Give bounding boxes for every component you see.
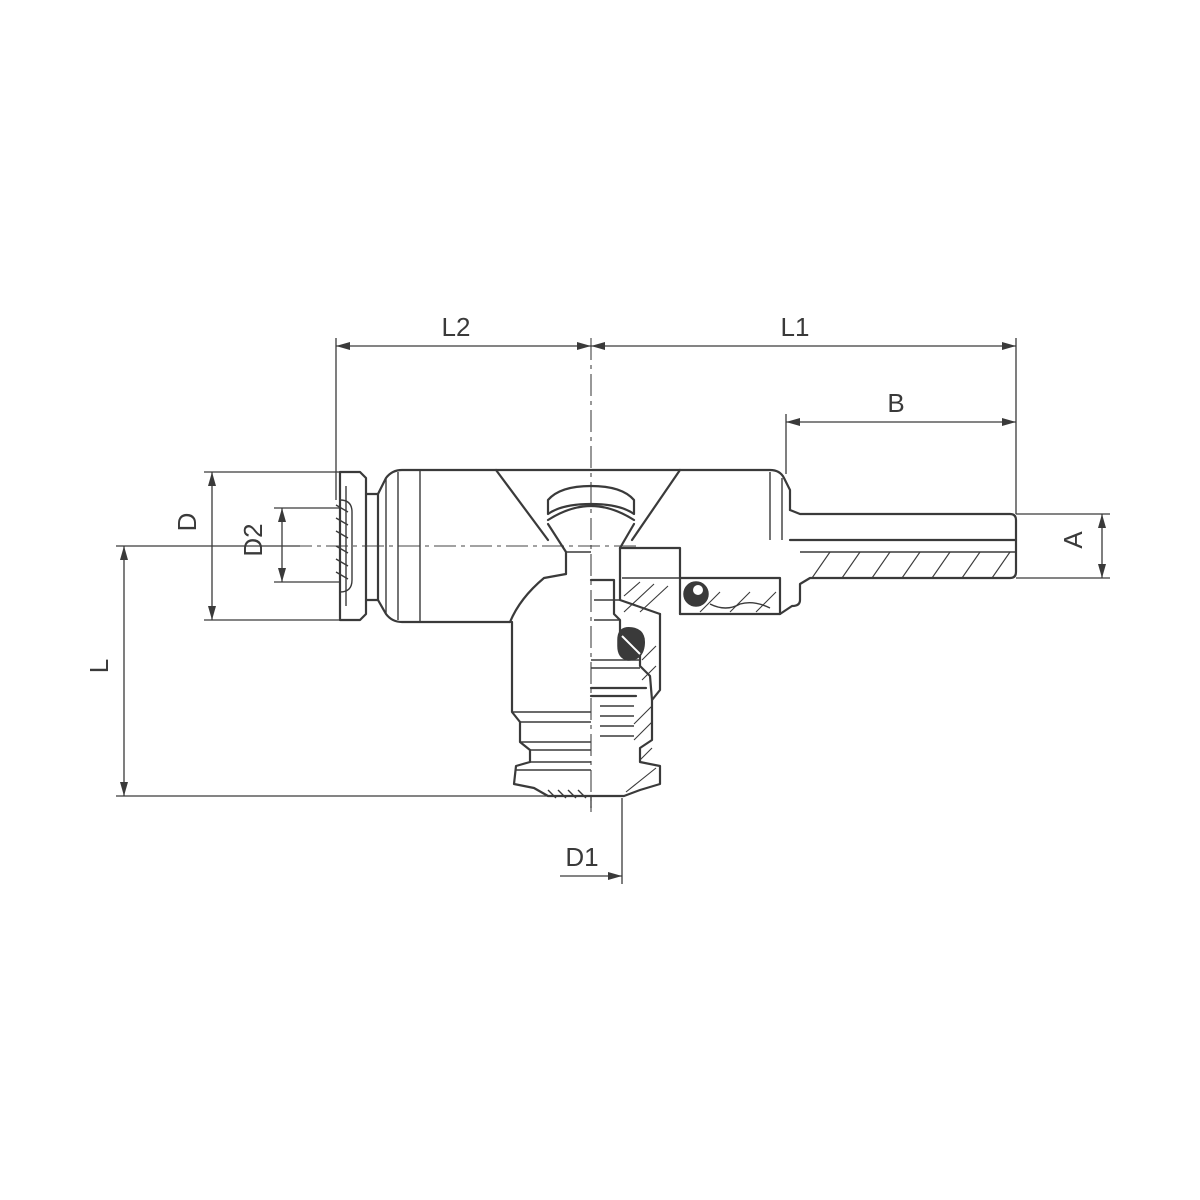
dimension-a: A	[1016, 513, 1110, 579]
left-body-tube	[376, 468, 512, 624]
bottom-leg	[510, 620, 593, 799]
dimension-d: D	[172, 471, 344, 621]
label-a: A	[1058, 531, 1088, 549]
bottom-collet-teeth	[547, 789, 587, 799]
dimension-d1: D1	[560, 796, 623, 884]
label-b: B	[887, 388, 904, 418]
label-d2: D2	[238, 523, 268, 556]
collet-teeth	[335, 504, 349, 580]
section-interior	[618, 546, 782, 616]
dimension-d2: D2	[238, 507, 340, 583]
label-d1: D1	[565, 842, 598, 872]
dimension-l: L	[84, 545, 560, 797]
dimension-l1: L1	[591, 312, 1017, 514]
dimension-l2: L2	[335, 312, 591, 500]
right-body	[678, 468, 1018, 616]
stem-section-hatch	[811, 551, 1011, 579]
bottom-leg-section	[589, 578, 662, 798]
label-l: L	[84, 659, 114, 673]
label-d: D	[172, 513, 202, 532]
dimension-b: B	[785, 388, 1016, 474]
label-l1: L1	[781, 312, 810, 342]
label-l2: L2	[442, 312, 471, 342]
tee-center-body	[494, 468, 682, 624]
